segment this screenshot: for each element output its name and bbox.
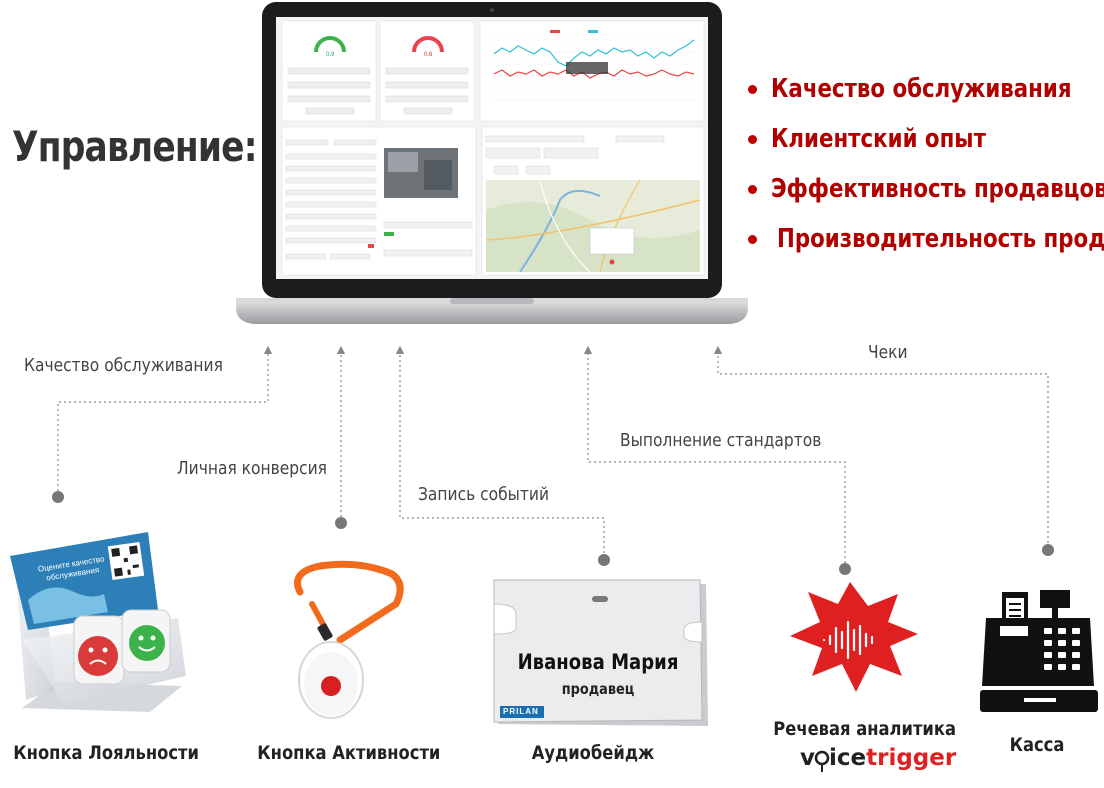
- device-label-audiobadge: Аудиобейдж: [531, 742, 655, 764]
- badge-role: продавец: [561, 680, 635, 698]
- device-label-cash: Касса: [1009, 734, 1065, 756]
- audio-badge-icon: [493, 579, 708, 726]
- benefit-item: Эффективность продавцов: [748, 164, 1104, 214]
- bullet-dot-icon: [748, 184, 757, 194]
- connector-dots: [52, 491, 1054, 575]
- screen-gauge-panels: 0.9 0.6: [281, 20, 475, 122]
- benefits-list: Качество обслуживания Клиентский опыт Эф…: [748, 64, 1104, 264]
- badge-text: Иванова Мария продавец: [494, 650, 702, 698]
- connector-loyalty: [57, 345, 273, 496]
- screen-form-panel: [281, 126, 477, 276]
- benefit-item: Клиентский опыт: [748, 114, 1104, 164]
- connector-cash: [713, 345, 1049, 548]
- device-label-speech: Речевая аналитика: [773, 718, 957, 740]
- svg-text:0.9: 0.9: [326, 52, 335, 58]
- loyalty-button-stand-icon: [10, 532, 186, 712]
- flow-label-service-quality: Качество обслуживания: [24, 355, 223, 376]
- page-title: Управление:: [12, 122, 257, 171]
- bullet-dot-icon: [748, 234, 757, 244]
- flow-label-standards-compliance: Выполнение стандартов: [620, 430, 822, 451]
- benefit-item: Качество обслуживания: [748, 64, 1104, 114]
- badge-name: Иванова Мария: [517, 650, 679, 674]
- flow-label-receipts: Чеки: [868, 342, 908, 363]
- benefit-item: Производительность продаж: [748, 214, 1104, 264]
- flow-label-event-recording: Запись событий: [418, 484, 550, 505]
- cash-register-icon: [980, 590, 1098, 712]
- screen-map-panel: [481, 126, 705, 276]
- speech-analytics-burst-icon: [790, 582, 918, 772]
- badge-brand: PRILAN: [503, 707, 539, 716]
- bullet-dot-icon: [748, 134, 757, 144]
- activity-button-lanyard-icon: [294, 560, 404, 719]
- connector-audiobadge: [395, 345, 605, 558]
- svg-text:0.6: 0.6: [424, 52, 433, 58]
- device-label-loyalty: Кнопка Лояльности: [13, 742, 199, 764]
- flow-label-personal-conversion: Личная конверсия: [177, 458, 327, 479]
- connector-speech: [583, 345, 846, 568]
- bullet-dot-icon: [748, 84, 757, 94]
- screen-line-chart: [479, 20, 705, 122]
- device-label-activity: Кнопка Активности: [257, 742, 441, 764]
